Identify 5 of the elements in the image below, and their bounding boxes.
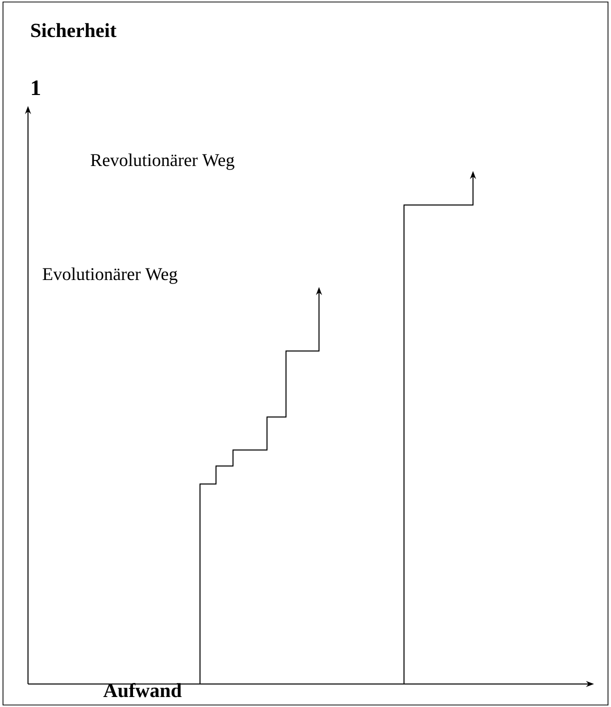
curve-label: Revolutionärer Weg: [90, 154, 234, 170]
axis-label: Aufwand: [103, 682, 182, 698]
curve-label: Evolutionärer Weg: [42, 268, 178, 284]
axis-label: 1: [32, 80, 40, 95]
axis-label: Sicherheit: [31, 23, 116, 38]
